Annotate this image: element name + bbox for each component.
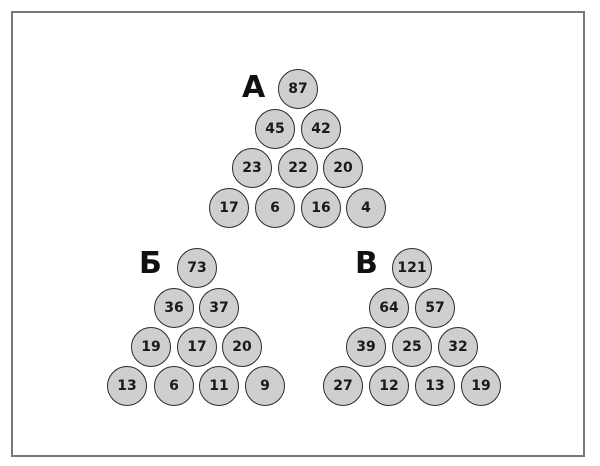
number-ball: 22 [278, 148, 318, 188]
number-ball: 11 [199, 366, 239, 406]
number-ball: 39 [346, 327, 386, 367]
number-ball: 121 [392, 248, 432, 288]
number-ball: 6 [255, 188, 295, 228]
number-ball: 36 [154, 288, 194, 328]
number-ball: 73 [177, 248, 217, 288]
number-ball: 23 [232, 148, 272, 188]
puzzle-frame: А 87 45 42 23 22 20 17 6 16 4 Б 73 36 37… [11, 11, 585, 457]
number-ball: 20 [323, 148, 363, 188]
number-ball: 16 [301, 188, 341, 228]
pyramid-label: В [355, 246, 378, 281]
number-ball: 4 [346, 188, 386, 228]
number-ball: 17 [177, 327, 217, 367]
number-ball: 9 [245, 366, 285, 406]
number-ball: 17 [209, 188, 249, 228]
number-ball: 13 [415, 366, 455, 406]
number-ball: 64 [369, 288, 409, 328]
number-ball: 27 [323, 366, 363, 406]
number-ball: 42 [301, 109, 341, 149]
number-ball: 19 [131, 327, 171, 367]
pyramid-label: А [242, 70, 266, 105]
number-ball: 12 [369, 366, 409, 406]
number-ball: 37 [199, 288, 239, 328]
number-ball: 19 [461, 366, 501, 406]
pyramid-label: Б [139, 246, 162, 281]
number-ball: 57 [415, 288, 455, 328]
number-ball: 45 [255, 109, 295, 149]
number-ball: 32 [438, 327, 478, 367]
number-ball: 20 [222, 327, 262, 367]
number-ball: 87 [278, 69, 318, 109]
number-ball: 13 [107, 366, 147, 406]
number-ball: 25 [392, 327, 432, 367]
number-ball: 6 [154, 366, 194, 406]
